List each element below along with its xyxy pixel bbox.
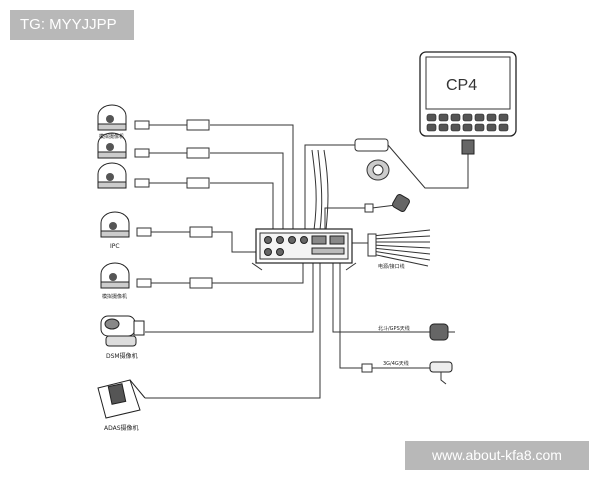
cable-ipc [212, 231, 256, 253]
watermark-tag: TG: MYYJJPP [10, 10, 134, 40]
dome-camera-5 [100, 262, 130, 289]
connector-disc [366, 159, 390, 181]
cable-monitor [304, 144, 355, 232]
cable-aux [324, 207, 372, 232]
aux-connector [392, 194, 410, 212]
cable-camera-3 [210, 182, 274, 232]
cable-adas [145, 262, 321, 399]
gps-antenna [429, 323, 455, 341]
mdvr-unit [251, 228, 357, 271]
monitor-label: CP4 [446, 77, 477, 94]
gps-antenna-label: 北斗/GPS天线 [378, 325, 410, 332]
dome-camera-1 [97, 104, 127, 131]
camera-1-label: 模拟摄像机 [99, 133, 124, 140]
dome-camera-3 [97, 162, 127, 189]
adas-label: ADAS摄像机 [104, 424, 139, 432]
cable-monitor-2 [387, 144, 469, 189]
adas-camera [97, 379, 146, 419]
antenna-4g [429, 361, 453, 385]
watermark-url: www.about-kfa8.com [405, 441, 589, 470]
dome-camera-2 [97, 132, 127, 159]
ipc-label: IPC [110, 243, 120, 250]
cable-camera-5 [212, 262, 304, 284]
dsm-camera [100, 315, 145, 347]
antenna-4g-label: 3G/4G天线 [383, 360, 409, 367]
ipc-camera [100, 211, 130, 238]
dsm-label: DSM摄像机 [106, 352, 138, 360]
cable-camera-2 [210, 152, 284, 232]
monitor [419, 51, 517, 155]
camera-5-label: 模拟摄像机 [102, 293, 127, 300]
cable-gps [332, 262, 430, 333]
cable-dsm [145, 262, 314, 333]
power-cable-label: 电源/接口线 [378, 263, 405, 270]
cable-camera-1 [210, 124, 294, 232]
cable-4g [339, 262, 430, 369]
